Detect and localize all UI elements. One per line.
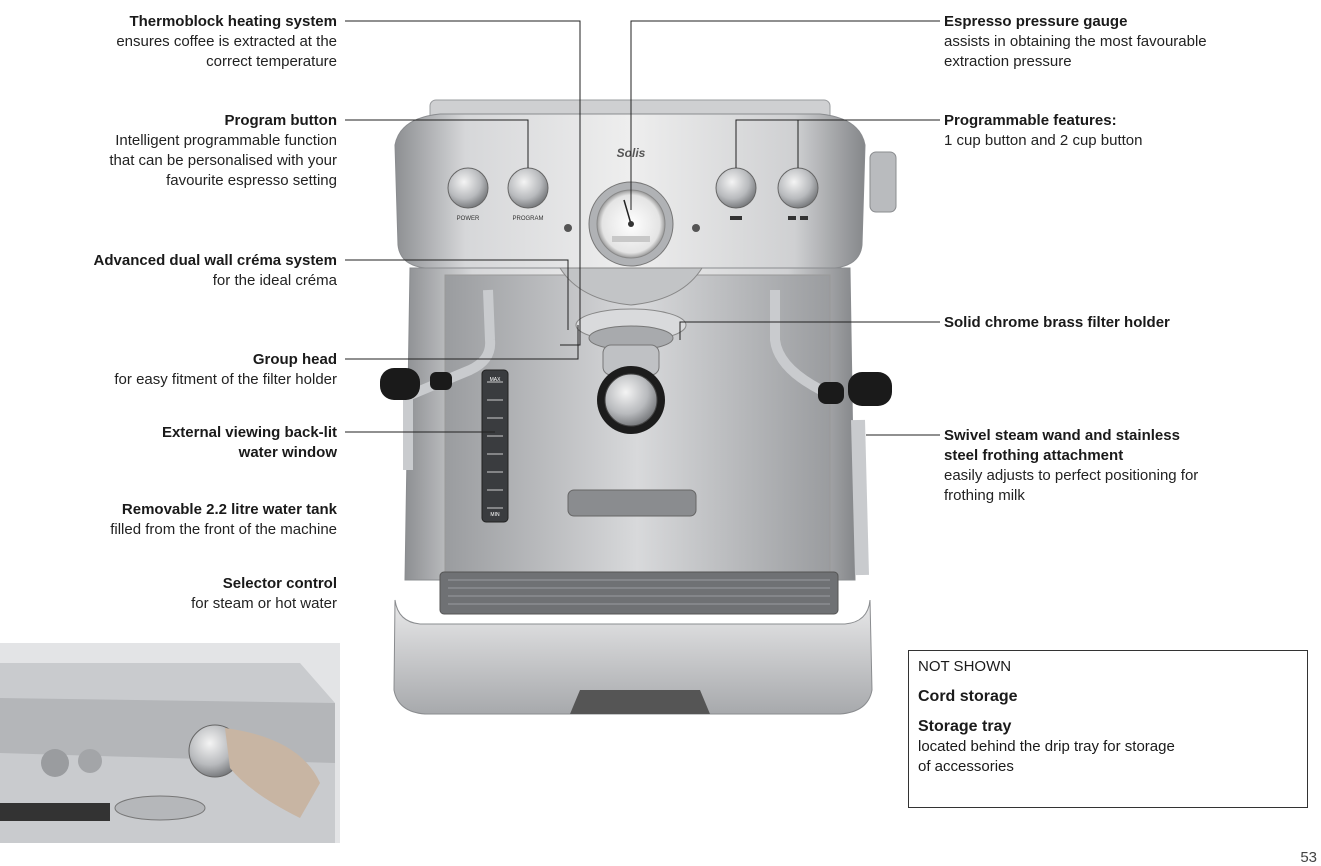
power-label: POWER [457, 216, 480, 222]
label-water-window: External viewing back-lit water window [161, 424, 337, 461]
label-crema-system: Advanced dual wall créma system for the … [93, 252, 337, 289]
not-shown-storage-tray: Storage tray [918, 718, 1012, 735]
label-group-head: Group head for easy fitment of the filte… [114, 351, 337, 388]
selector-control-inset-photo [0, 643, 340, 843]
program-label: PROGRAM [512, 216, 543, 222]
page-number: 53 [1300, 849, 1317, 866]
label-programmable-features: Programmable features: 1 cup button and … [944, 112, 1143, 149]
label-water-tank: Removable 2.2 litre water tank filled fr… [110, 501, 337, 538]
not-shown-box: NOT SHOWN Cord storage Storage tray loca… [908, 650, 1308, 808]
label-program-button: Program button Intelligent programmable … [109, 112, 337, 189]
label-thermoblock: Thermoblock heating system ensures coffe… [116, 13, 337, 70]
label-selector-control: Selector control for steam or hot water [191, 575, 337, 612]
storage-tray-desc-2: of accessories [918, 758, 1014, 775]
water-max-mark: MAX [490, 377, 502, 383]
not-shown-header: NOT SHOWN [918, 658, 1012, 675]
storage-tray-desc-1: located behind the drip tray for storage [918, 738, 1175, 755]
water-min-mark: MIN [490, 512, 500, 518]
label-pressure-gauge: Espresso pressure gauge assists in obtai… [944, 13, 1207, 70]
not-shown-cord-storage: Cord storage [918, 688, 1018, 705]
label-steam-wand: Swivel steam wand and stainless steel fr… [944, 427, 1199, 504]
label-filter-holder: Solid chrome brass filter holder [944, 314, 1170, 331]
